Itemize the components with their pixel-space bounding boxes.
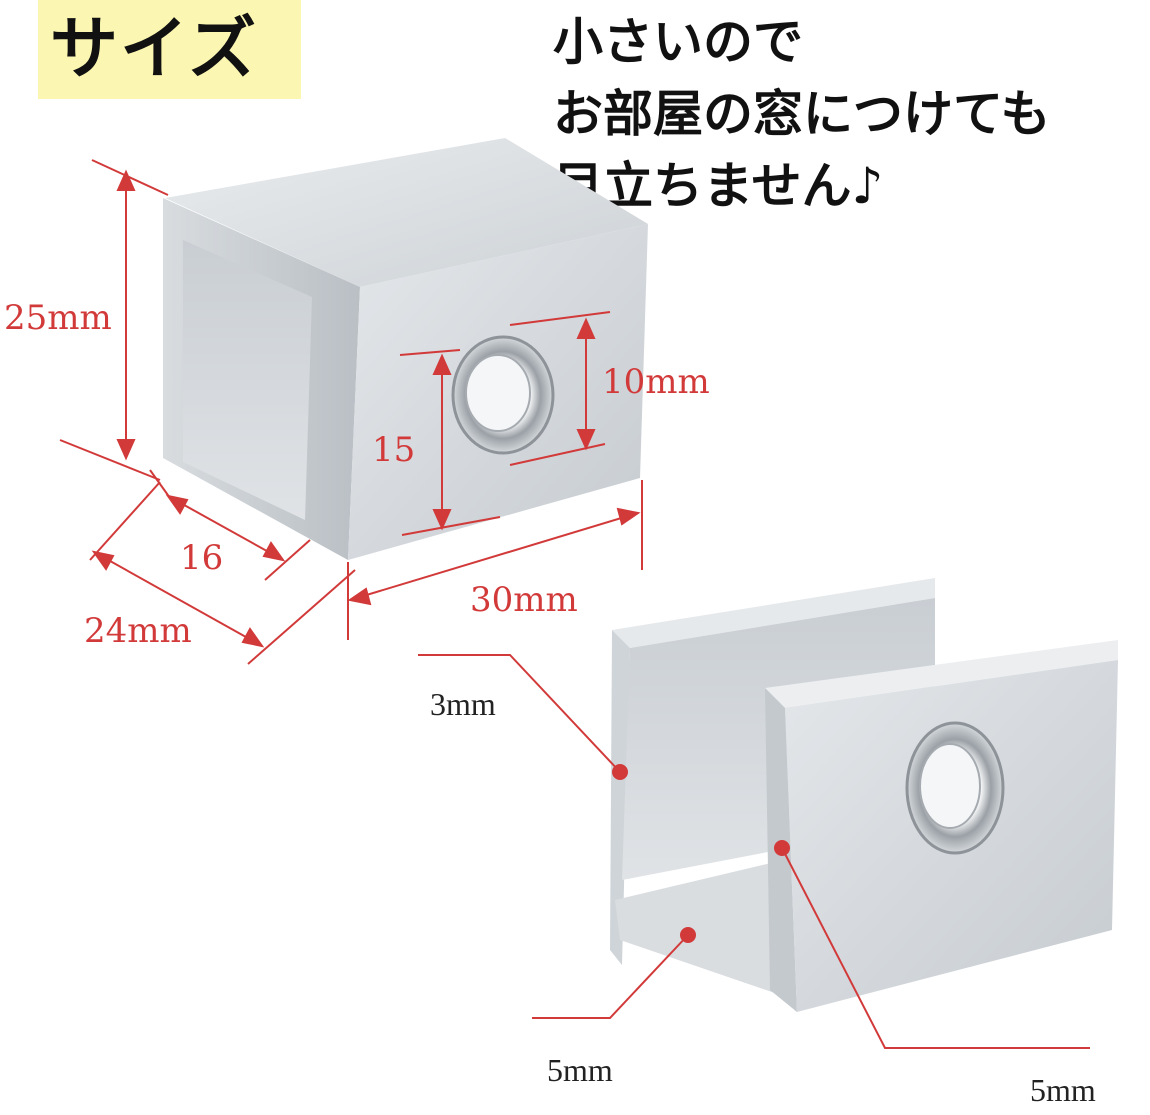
dimension-bottom-wall-label: 5mm — [547, 1052, 613, 1088]
dimension-depth-label: 24mm — [84, 611, 192, 651]
top-dimension-lines — [59, 159, 643, 665]
dimension-hole-inner-label: 10mm — [602, 362, 710, 402]
bracket-bottom — [610, 578, 1118, 1012]
dimension-front-wall-label: 5mm — [1030, 1072, 1096, 1108]
bracket-top — [163, 138, 648, 560]
dimension-width-label: 30mm — [470, 580, 578, 620]
tagline-line-1: 小さいので — [553, 13, 803, 71]
title: サイズ — [50, 9, 258, 89]
dimension-inner-depth-label: 16 — [180, 538, 224, 578]
tagline-line-2: お部屋の窓につけても — [553, 85, 1051, 143]
dimension-back-wall-label: 3mm — [430, 686, 496, 722]
bottom-leader-lines — [418, 654, 1090, 1049]
dimension-hole-outer-label: 15 — [372, 430, 416, 470]
dimension-height-label: 25mm — [4, 298, 112, 338]
title-badge — [38, 0, 301, 99]
